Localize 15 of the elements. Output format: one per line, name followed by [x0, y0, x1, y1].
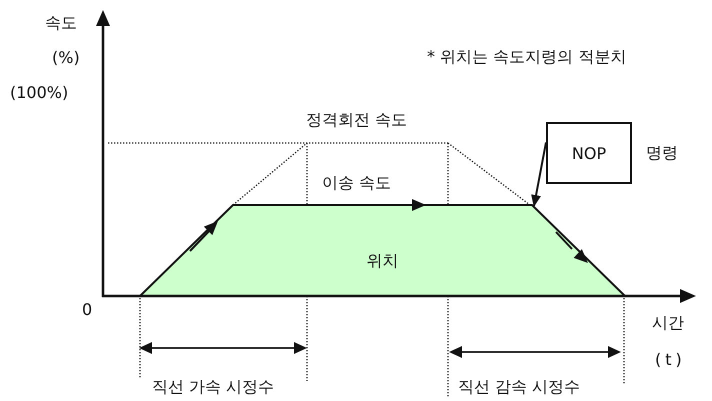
axis-label: 직선 가속 시정수: [152, 377, 274, 397]
axis-label: 정격회전 속도: [306, 110, 408, 130]
axis-label: (t): [655, 350, 686, 370]
area-label: 위치: [366, 251, 398, 272]
axis-label: (100%): [10, 83, 68, 103]
axis-label: 직선 감속 시정수: [458, 377, 580, 397]
command-box: NOP: [546, 122, 632, 184]
box-caption: 명령: [646, 143, 678, 164]
axis-label: 이송 속도: [322, 173, 392, 193]
axis-label: (%): [52, 48, 80, 68]
axis-label: 0: [82, 300, 92, 320]
axis-label: 속도: [45, 13, 77, 33]
axis-label: 시간: [652, 313, 684, 333]
axis-label: * 위치는 속도지령의 적분치: [427, 47, 626, 67]
leader-arrow: [531, 142, 547, 207]
